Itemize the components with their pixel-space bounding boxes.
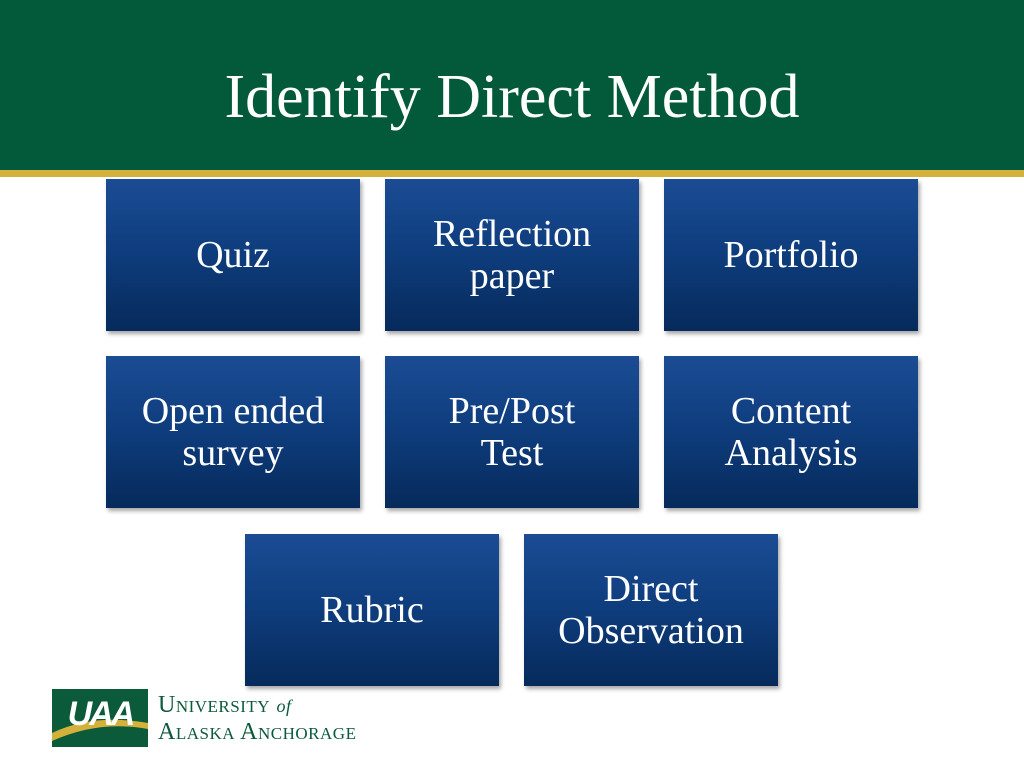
- gold-divider: [0, 170, 1024, 177]
- tile-reflection-paper: Reflection paper: [385, 179, 639, 331]
- tile-label: Quiz: [196, 234, 270, 276]
- university-logo: UAA University of Alaska Anchorage: [52, 689, 392, 749]
- logo-mark-text: UAA: [67, 695, 136, 733]
- logo-of: of: [276, 696, 292, 716]
- logo-line-alaska-anchorage: Alaska Anchorage: [158, 719, 357, 745]
- tile-rubric: Rubric: [245, 534, 499, 686]
- title-banner: [0, 0, 1024, 170]
- tile-label: Open ended survey: [141, 390, 325, 474]
- tile-label: Reflection paper: [432, 213, 592, 297]
- tile-direct-observation: Direct Observation: [524, 534, 778, 686]
- logo-line-university: University: [158, 692, 271, 718]
- tile-label: Rubric: [320, 589, 424, 631]
- tile-label: Pre/Post Test: [448, 390, 576, 474]
- tile-label: Direct Observation: [558, 568, 744, 652]
- tile-label: Portfolio: [723, 234, 859, 276]
- gold-swoosh-icon: [52, 719, 148, 741]
- tile-pre-post-test: Pre/Post Test: [385, 356, 639, 508]
- tile-open-ended-survey: Open ended survey: [106, 356, 360, 508]
- slide-title: Identify Direct Method: [224, 63, 800, 131]
- tile-label: Content Analysis: [724, 390, 858, 474]
- tile-portfolio: Portfolio: [664, 179, 918, 331]
- tile-content-analysis: Content Analysis: [664, 356, 918, 508]
- tile-quiz: Quiz: [106, 179, 360, 331]
- uaa-logo-mark: UAA: [52, 689, 148, 747]
- logo-wordmark: University of Alaska Anchorage: [158, 693, 356, 744]
